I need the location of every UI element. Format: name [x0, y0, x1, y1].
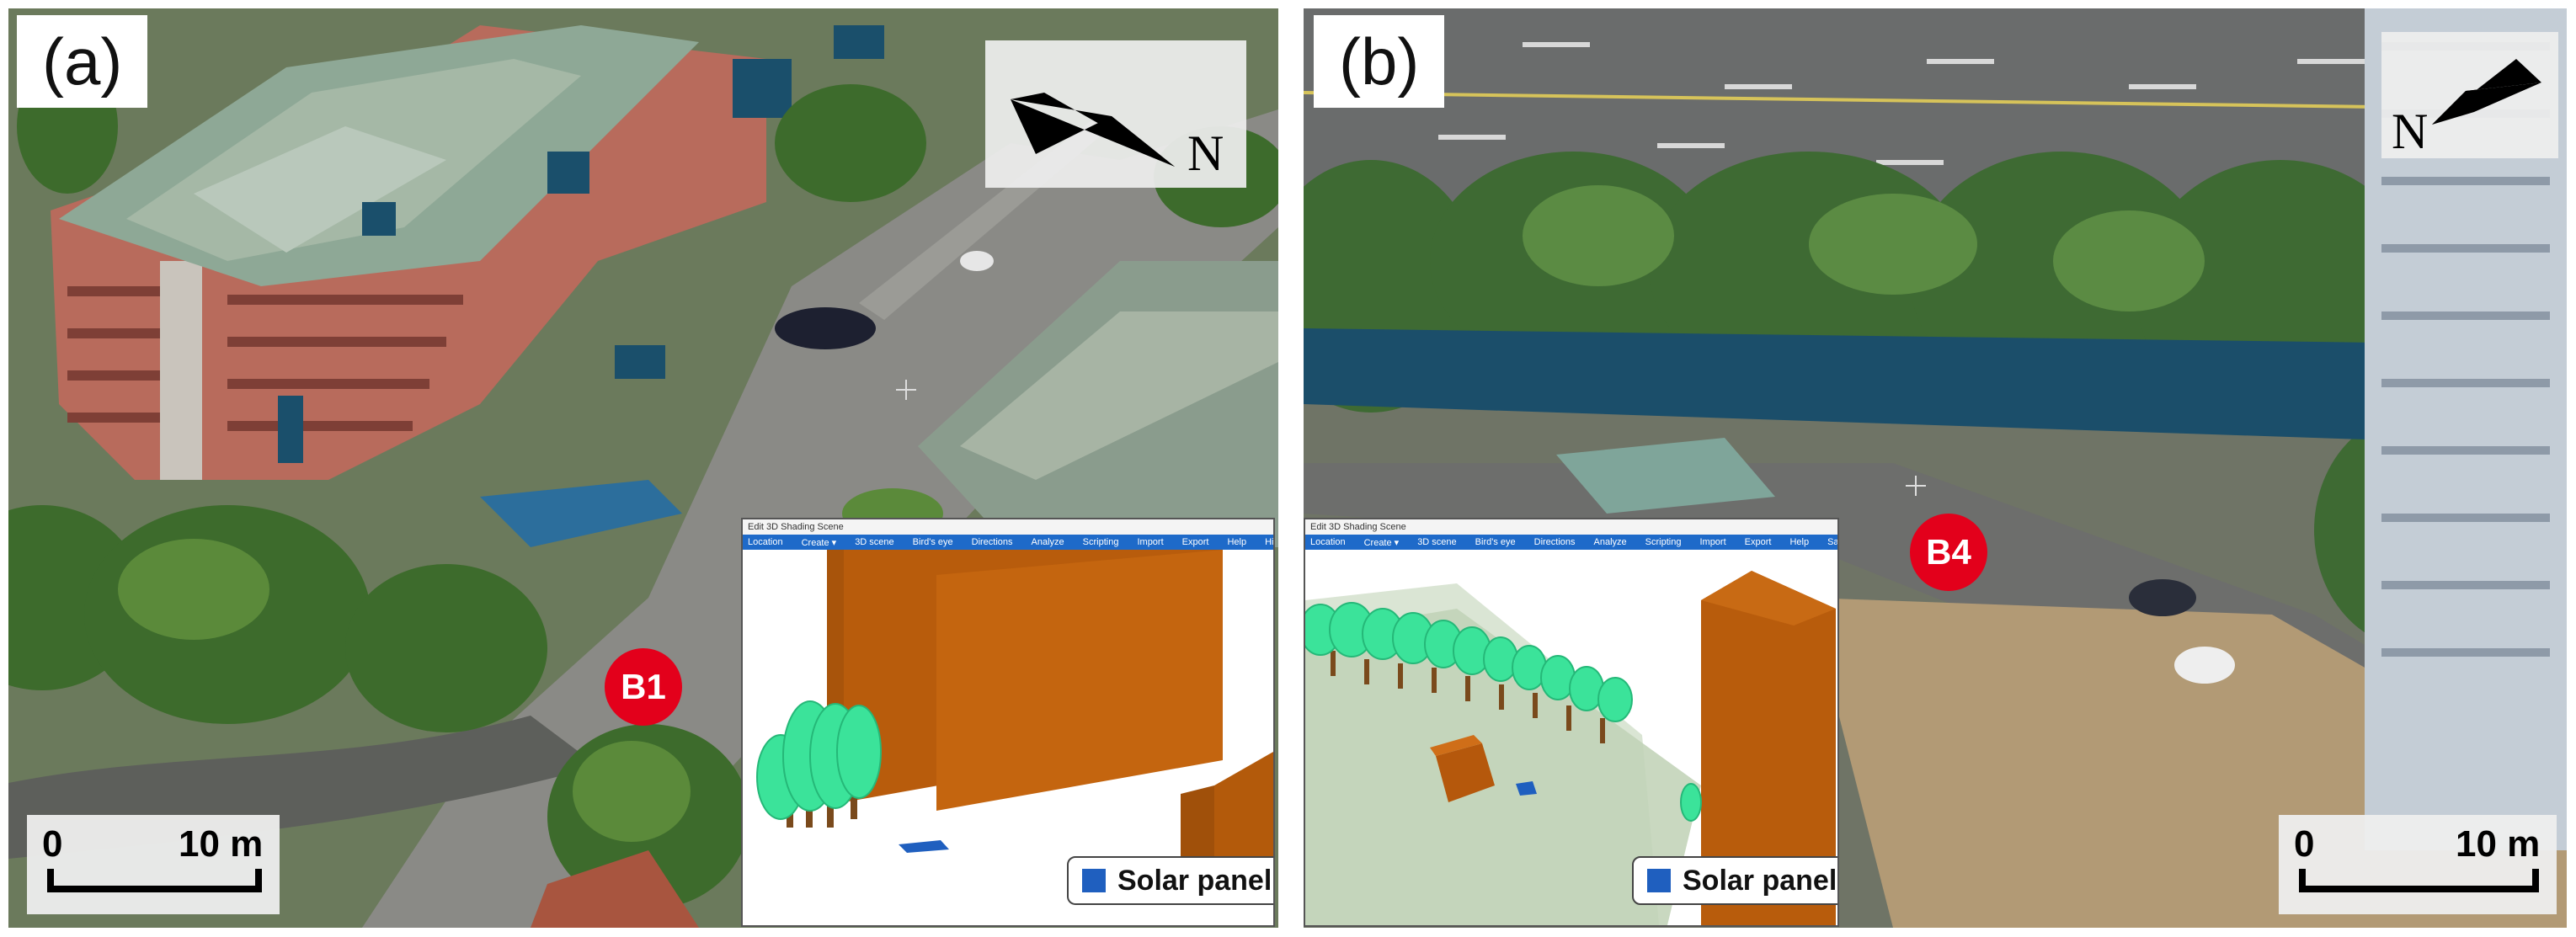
- inset-menu-bar: Location Create ▾ 3D scene Bird's eye Di…: [743, 535, 1273, 550]
- scale-line: [47, 869, 262, 892]
- menu-hide-show[interactable]: Hide and show: [1265, 537, 1274, 547]
- menu-3d-scene[interactable]: 3D scene: [855, 537, 894, 547]
- menu-birds-eye[interactable]: Bird's eye: [912, 537, 953, 547]
- north-arrow: N: [2381, 32, 2558, 159]
- menu-directions[interactable]: Directions: [971, 537, 1013, 547]
- solar-panel-swatch: [1647, 869, 1671, 892]
- shading-scene-inset: Edit 3D Shading Scene Location Create ▾ …: [741, 518, 1275, 927]
- menu-export[interactable]: Export: [1181, 537, 1209, 547]
- panel-label: (b): [1314, 15, 1445, 108]
- scale-distance: 10 m: [2456, 823, 2541, 865]
- panel-label: (a): [17, 15, 148, 108]
- menu-help[interactable]: Help: [1227, 537, 1247, 547]
- menu-create[interactable]: Create ▾: [801, 537, 837, 548]
- scale-distance: 10 m: [179, 823, 264, 865]
- legend-label: Solar panel: [1683, 864, 1837, 897]
- menu-analyze[interactable]: Analyze: [1031, 537, 1064, 547]
- scale-zero: 0: [42, 823, 63, 865]
- menu-import[interactable]: Import: [1699, 537, 1726, 547]
- menu-scripting[interactable]: Scripting: [1082, 537, 1119, 547]
- north-arrow-icon: [2432, 59, 2541, 125]
- inset-legend: Solar panel: [1067, 856, 1273, 905]
- menu-directions[interactable]: Directions: [1533, 537, 1576, 547]
- inset-legend: Solar panel: [1632, 856, 1837, 905]
- scale-zero: 0: [2294, 823, 2315, 865]
- menu-scripting[interactable]: Scripting: [1645, 537, 1682, 547]
- menu-import[interactable]: Import: [1137, 537, 1164, 547]
- menu-location[interactable]: Location: [1310, 537, 1346, 547]
- scale-line: [2299, 869, 2539, 892]
- menu-export[interactable]: Export: [1744, 537, 1772, 547]
- north-label: N: [2392, 104, 2429, 159]
- menu-birds-eye[interactable]: Bird's eye: [1475, 537, 1516, 547]
- scale-bar: 0 10 m: [27, 815, 280, 914]
- shading-scene-inset: Edit 3D Shading Scene Location Create ▾ …: [1304, 518, 1839, 927]
- north-label: N: [1187, 125, 1224, 181]
- panel-b: (b) N 0 10 m B4 Edit 3D Shading Scene Lo…: [1304, 8, 2567, 928]
- inset-menu-bar: Location Create ▾ 3D scene Bird's eye Di…: [1305, 535, 1837, 550]
- menu-analyze[interactable]: Analyze: [1593, 537, 1627, 547]
- menu-3d-scene[interactable]: 3D scene: [1417, 537, 1457, 547]
- building-marker: B4: [1910, 514, 1987, 591]
- building-marker: B1: [605, 648, 682, 726]
- menu-save-close[interactable]: Save and close: [1827, 537, 1839, 547]
- north-arrow-icon: [1011, 93, 1175, 167]
- scale-bar: 0 10 m: [2279, 815, 2557, 914]
- menu-create[interactable]: Create ▾: [1363, 537, 1400, 548]
- solar-panel-swatch: [1082, 869, 1106, 892]
- inset-3d-view: [1305, 550, 1837, 925]
- inset-window-title: Edit 3D Shading Scene: [743, 519, 1273, 535]
- legend-label: Solar panel: [1117, 864, 1272, 897]
- inset-3d-view: [743, 550, 1273, 925]
- north-arrow: N: [985, 40, 1246, 188]
- panel-a: (a) N 0 10 m B1 Edit 3D Shading Scene Lo…: [8, 8, 1278, 928]
- menu-help[interactable]: Help: [1789, 537, 1810, 547]
- menu-location[interactable]: Location: [748, 537, 783, 547]
- inset-window-title: Edit 3D Shading Scene: [1305, 519, 1837, 535]
